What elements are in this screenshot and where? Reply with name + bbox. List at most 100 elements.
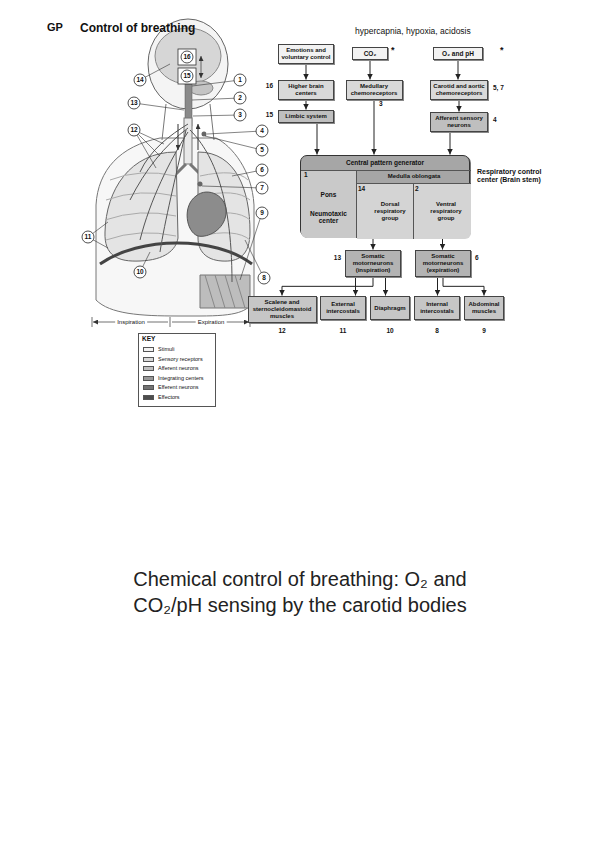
slide-tag: GP — [47, 22, 63, 33]
callout-circle — [256, 182, 268, 194]
flow-arrow — [437, 277, 438, 296]
callout-circle — [181, 51, 193, 63]
callout-number: 5, 7 — [493, 85, 504, 92]
callout-number: 8 — [435, 328, 439, 335]
asterisk: * — [391, 46, 395, 55]
node-text: Somatic motorneurons (inspiration) — [348, 253, 398, 274]
callout-number: 11 — [85, 234, 92, 241]
node-text: Higher brain centers — [281, 83, 331, 97]
receptor-box: Medullary chemoreceptors — [346, 80, 403, 100]
brain — [155, 28, 221, 84]
callout-circle — [256, 144, 268, 156]
diaphragm — [100, 243, 252, 264]
node-text: Somatic motorneurons (expiration) — [418, 253, 468, 274]
node-text: CO₂ — [355, 50, 385, 57]
callout-number: 6 — [260, 167, 264, 174]
legend-box: StimuliSensory receptorsAfferent neurons… — [138, 333, 216, 407]
flow-arrow — [282, 277, 373, 296]
brain-link-arrow — [201, 56, 202, 78]
connector-group — [282, 60, 484, 295]
heart — [187, 192, 226, 236]
callout-number: 14 — [358, 186, 365, 193]
node-heading: Neumotaxic center — [303, 210, 354, 225]
respiratory-group-cell: Ventral respiratory group — [414, 183, 471, 239]
slide-caption: Chemical control of breathing: O₂ and CO… — [110, 566, 490, 618]
callout-circles — [82, 51, 270, 284]
stimulus-box: CO₂ — [352, 47, 388, 60]
muscle-box: Abdominal muscles — [464, 296, 504, 320]
node-heading: Respiratory control center (Brain stem) — [477, 168, 549, 185]
node-text: Scalene and sternocleidomastoid muscles — [251, 299, 314, 320]
muscle-box: External intercostals — [320, 296, 366, 320]
flow-arrow — [374, 100, 375, 155]
node-text: Diaphragm — [373, 305, 407, 312]
callout-circle — [234, 92, 246, 104]
node-text: External intercostals — [323, 301, 363, 315]
callout-circle — [256, 125, 268, 137]
node-text: Medullary chemoreceptors — [349, 83, 400, 97]
flow-arrow — [306, 64, 307, 80]
callout-number: 15 — [266, 112, 273, 119]
callout-circle — [134, 74, 146, 86]
legend-text: Sensory receptors — [158, 356, 203, 363]
number-box — [178, 49, 196, 65]
node-text: Central pattern generator — [301, 156, 469, 166]
callout-number: 13 — [130, 100, 137, 107]
node-text: Dorsal respiratory group — [369, 201, 411, 222]
ribs — [105, 173, 250, 240]
flow-arrow — [443, 277, 484, 296]
legend-swatch — [143, 357, 154, 362]
abdominal-muscles — [200, 275, 250, 308]
motor-neuron-box: Somatic motorneurons (expiration) — [415, 250, 471, 277]
aortic-body — [198, 182, 203, 187]
stimulus-note: hypercapnia, hypoxia, acidosis — [355, 27, 471, 36]
control-center-box: Central pattern generatorRespiratory con… — [300, 155, 470, 237]
slide-title: Control of breathing — [80, 21, 195, 35]
phase-ticks — [92, 317, 250, 327]
callout-circle — [256, 164, 268, 176]
node-text: Limbic system — [281, 113, 331, 120]
legend-swatch — [143, 376, 154, 381]
motor-neuron-box: Somatic motorneurons (inspiration) — [345, 250, 401, 277]
number-box — [178, 68, 196, 84]
callout-circle — [128, 97, 140, 109]
node-text: Ventral respiratory group — [423, 201, 469, 222]
node-text: Emotions and voluntary control — [281, 47, 331, 61]
callout-number: 6 — [475, 255, 479, 262]
legend-heading: KEY — [142, 336, 155, 343]
pons-cell: PonsNeumotaxic center — [301, 170, 357, 238]
trachea — [184, 118, 192, 164]
callout-number: 9 — [260, 210, 264, 217]
callout-number: 15 — [183, 73, 190, 80]
callout-number: 10 — [386, 328, 393, 335]
node-text: Abdominal muscles — [467, 301, 501, 315]
node-text: O₂ and pH — [436, 50, 480, 57]
phase-label: Expiration — [196, 319, 227, 325]
callout-number: 2 — [238, 95, 242, 102]
callout-number: 13 — [334, 255, 341, 262]
respiratory-group-cell: Dorsal respiratory group — [357, 183, 414, 239]
callout-number: 4 — [493, 117, 497, 124]
legend-swatch — [143, 347, 154, 352]
flow-arrow — [458, 60, 459, 79]
flow-arrow — [355, 277, 356, 296]
callout-number: 12 — [130, 127, 137, 134]
flow-arrow — [450, 132, 451, 155]
callout-number: 2 — [415, 186, 419, 193]
callout-number: 7 — [260, 185, 264, 192]
legend-swatch — [143, 385, 154, 390]
callout-number: 10 — [136, 269, 143, 276]
callout-number: 8 — [262, 275, 266, 282]
callout-circle — [134, 266, 146, 278]
pathway-box: Limbic system — [278, 110, 334, 123]
receptor-box: Carotid and aortic chemoreceptors — [430, 80, 488, 100]
muscle-box: Diaphragm — [370, 296, 410, 320]
airflow-arrow — [178, 124, 179, 150]
callout-number: 16 — [183, 54, 190, 61]
flow-arrow — [385, 277, 386, 296]
callout-circle — [128, 124, 140, 136]
pathway-box: Afferent sensory neurons — [430, 112, 488, 132]
flow-arrow — [306, 100, 307, 110]
